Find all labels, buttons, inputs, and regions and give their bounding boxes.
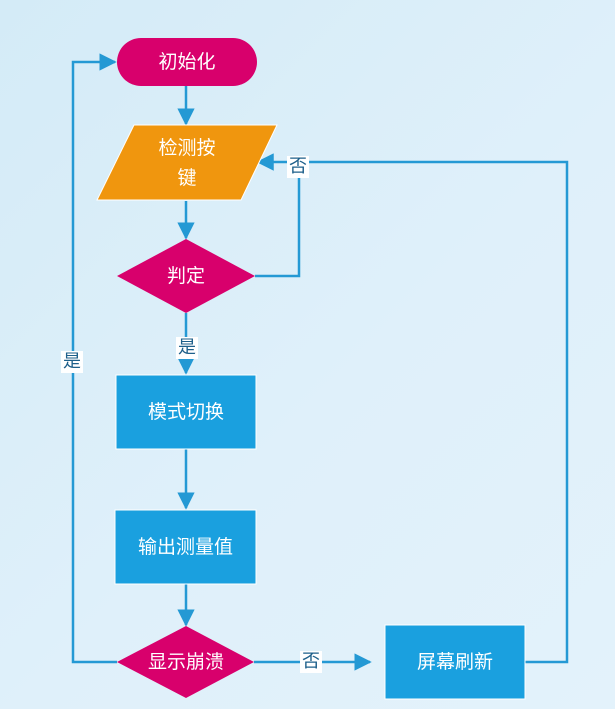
output-rect-shape — [114, 509, 257, 585]
edge-refresh-detect — [300, 160, 569, 664]
mode-switch-node: 模式切换 — [116, 375, 256, 449]
display-crash-node: 显示崩溃 — [126, 646, 246, 678]
edge-label-judge-yes: 是 — [176, 337, 198, 359]
refresh-rect-shape — [384, 624, 526, 700]
output-label: 输出测量值 — [137, 536, 233, 558]
mode-switch-rect-shape — [115, 374, 257, 450]
detect-label-line1: 检测按 — [158, 137, 216, 159]
refresh-node: 屏幕刷新 — [385, 625, 525, 699]
mode-switch-label: 模式切换 — [147, 401, 224, 423]
output-node: 输出测量值 — [115, 510, 256, 584]
judge-node: 判定 — [130, 260, 242, 292]
edge-label-crash-no: 否 — [300, 651, 322, 673]
init-terminal-shape — [117, 38, 257, 86]
crash-diamond-shape — [117, 626, 254, 698]
init-node: 初始化 — [117, 38, 257, 86]
judge-label: 判定 — [166, 265, 205, 287]
edge-judge-no — [255, 153, 301, 278]
detect-label-line2: 键 — [177, 167, 197, 189]
edge-label-crash-yes: 是 — [61, 351, 83, 373]
edge-label-judge-no: 否 — [287, 156, 309, 178]
judge-diamond-shape — [117, 239, 255, 313]
display-crash-label: 显示崩溃 — [147, 651, 224, 673]
detect-parallelogram-shape — [96, 124, 278, 201]
init-label: 初始化 — [158, 51, 216, 73]
detect-node: 检测按 键 — [120, 128, 254, 198]
refresh-label: 屏幕刷新 — [416, 651, 493, 673]
